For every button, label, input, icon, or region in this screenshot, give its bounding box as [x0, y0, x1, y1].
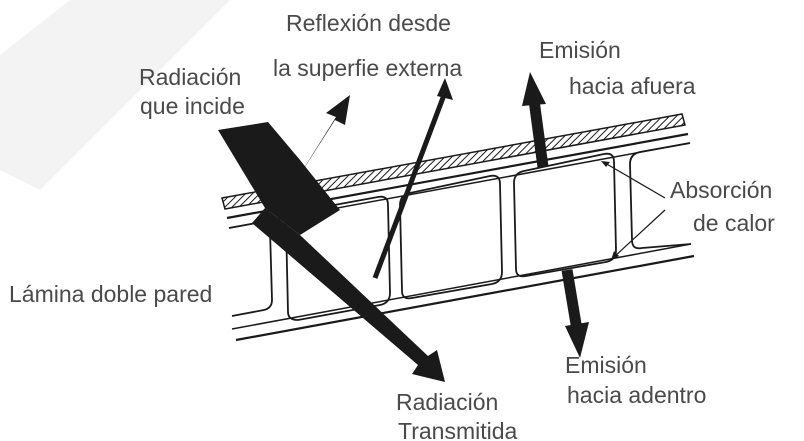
transmitted-label-line1: Radiación — [396, 389, 498, 415]
transmitted-label-line2: Transmitida — [398, 418, 517, 441]
panel-label: Lámina doble pared — [9, 281, 212, 307]
absorption-pointer-bottom-head — [611, 251, 619, 260]
incident-label-line2: que incide — [140, 93, 245, 119]
reflection-arrow-short — [290, 95, 350, 170]
panel-cell — [513, 152, 617, 278]
incident-radiation-wedge — [218, 122, 340, 235]
incident-label-line1: Radiación — [139, 64, 241, 90]
reflection-label-line1: Reflexión desde — [286, 10, 451, 36]
emission-in-shaft — [561, 269, 583, 331]
emission-in-arrowhead — [565, 322, 589, 358]
emission-out-shaft — [528, 99, 549, 168]
absorption-pointer-bottom — [613, 209, 666, 258]
absorption-label-line2: de calor — [693, 210, 775, 236]
reflection-outer-arrowhead — [437, 78, 453, 100]
absorption-pointer-top — [604, 162, 666, 199]
transmitted-radiation-arrow — [252, 208, 445, 382]
panel-bottom-wall — [235, 254, 695, 342]
reflection-outer-line — [372, 94, 447, 279]
emission-out-arrowhead — [522, 72, 546, 106]
reflection-label-line2: la superfie externa — [273, 55, 462, 81]
absorption-pointer-top-head — [601, 161, 610, 167]
watermark-stroke — [0, 0, 230, 190]
outer-hatched-sheet — [221, 113, 686, 210]
emission-in-label-line1: Emisión — [565, 352, 647, 378]
panel-cell-left-partial — [228, 221, 273, 317]
panel-cell — [399, 174, 503, 300]
emission-out-label-line1: Emisión — [539, 37, 621, 63]
absorption-label-line1: Absorción — [670, 177, 772, 203]
emission-out-label-line2: hacia afuera — [569, 73, 696, 99]
panel-cell-right-partial — [629, 142, 692, 250]
emission-in-label-line2: hacia adentro — [567, 382, 706, 408]
